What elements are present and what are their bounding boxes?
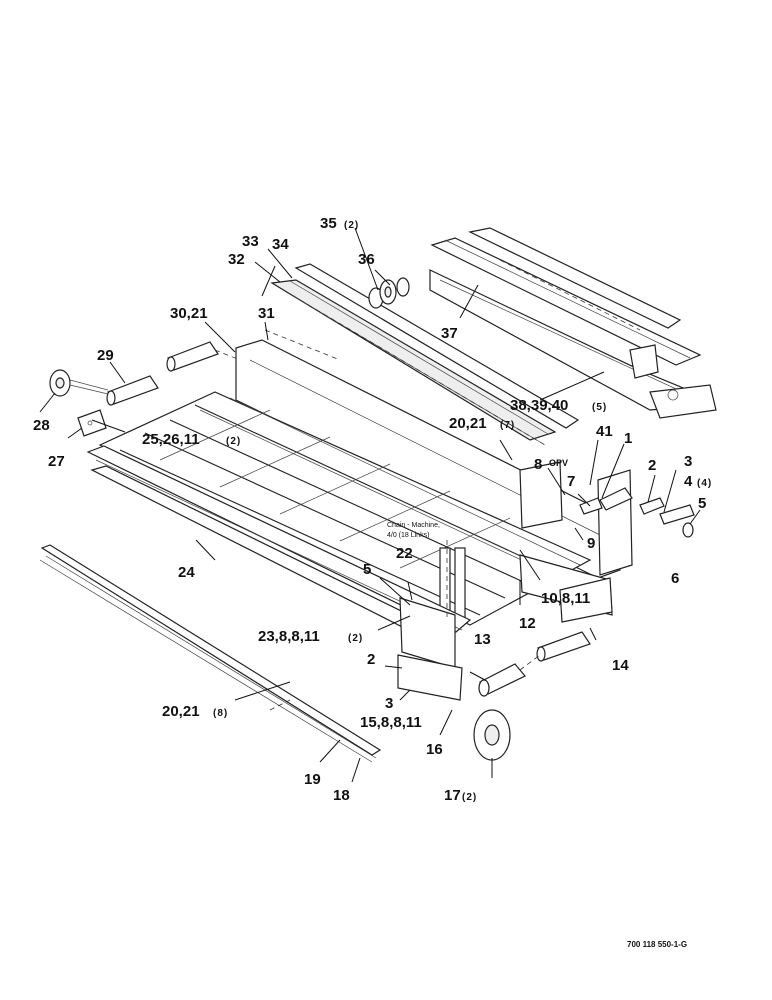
chain-note-line2: 4/0 (18 Links) xyxy=(387,532,429,539)
callout-24: 24 xyxy=(178,564,195,581)
leader-lines xyxy=(39,227,701,783)
chain-note-line1: Chain - Machine, xyxy=(387,522,440,529)
chain-strip xyxy=(39,544,382,763)
callout-41: 41 xyxy=(596,423,613,440)
callout-33: 33 xyxy=(242,233,259,250)
callout-16: 16 xyxy=(426,741,443,758)
callout-20-21-upper: 20,21 xyxy=(449,415,487,432)
callout-1: 1 xyxy=(624,430,632,447)
callout-28: 28 xyxy=(33,417,50,434)
callout-37: 37 xyxy=(441,325,458,342)
callout-7: 7 xyxy=(567,473,575,490)
callout-2-lower: 2 xyxy=(367,651,375,668)
callout-25-26-11: 25,26,11 xyxy=(142,431,200,448)
callout-15-8-8-11: 15,8,8,11 xyxy=(360,714,422,731)
left-bracket xyxy=(77,409,107,437)
callout-25-qty: (2) xyxy=(226,436,241,447)
callout-35-qty: (2) xyxy=(344,220,359,231)
callout-13: 13 xyxy=(474,631,491,648)
callout-8: 8 xyxy=(534,456,542,473)
callout-23-qty: (2) xyxy=(348,633,363,644)
callout-14: 14 xyxy=(612,657,629,674)
callout-27: 27 xyxy=(48,453,65,470)
right-hardware xyxy=(579,487,695,538)
callout-38-qty: (5) xyxy=(592,402,607,413)
callout-34: 34 xyxy=(272,236,289,253)
callout-9: 9 xyxy=(587,535,595,552)
callout-4: 4 xyxy=(684,473,693,490)
callout-20-21-lower: 20,21 xyxy=(162,703,200,720)
callout-18: 18 xyxy=(333,787,350,804)
wear-strip-top xyxy=(270,263,580,446)
callout-17: 17 xyxy=(444,787,461,804)
callout-19: 19 xyxy=(304,771,321,788)
callout-6: 6 xyxy=(671,570,679,587)
callout-10-8-11: 10,8,11 xyxy=(541,590,590,607)
callout-4-qty: (4) xyxy=(697,478,712,489)
callout-23-8-8-11: 23,8,8,11 xyxy=(258,628,320,645)
opv-note: OPV xyxy=(549,458,568,468)
lower-bracket xyxy=(397,554,613,701)
callout-36: 36 xyxy=(358,251,375,268)
rear-conveyor-rail xyxy=(429,227,717,419)
bearing-assembly xyxy=(368,277,410,309)
callout-31: 31 xyxy=(258,305,275,322)
callout-22: 22 xyxy=(396,545,413,562)
figure-code: 700 118 550-1-G xyxy=(627,940,687,949)
callout-5-left: 5 xyxy=(363,561,371,578)
callout-20-21-upper-qty: (7) xyxy=(500,420,515,431)
callout-3-lower: 3 xyxy=(385,695,393,712)
rollers xyxy=(106,341,591,697)
callout-29: 29 xyxy=(97,347,114,364)
callout-12: 12 xyxy=(519,615,536,632)
callout-17-qty: (2) xyxy=(462,792,477,803)
callout-32: 32 xyxy=(228,251,245,268)
callout-38-39-40: 38,39,40 xyxy=(510,397,568,414)
callout-30-21: 30,21 xyxy=(170,305,208,322)
callout-5-right: 5 xyxy=(698,495,706,512)
callout-3-upper: 3 xyxy=(684,453,692,470)
callout-35: 35 xyxy=(320,215,337,232)
callout-20-21-lower-qty: (8) xyxy=(213,708,228,719)
callout-labels: 33 34 32 35 (2) 36 37 30,21 31 29 38,39,… xyxy=(33,215,712,804)
sprocket-hubs xyxy=(49,369,511,761)
callout-2-upper: 2 xyxy=(648,457,656,474)
